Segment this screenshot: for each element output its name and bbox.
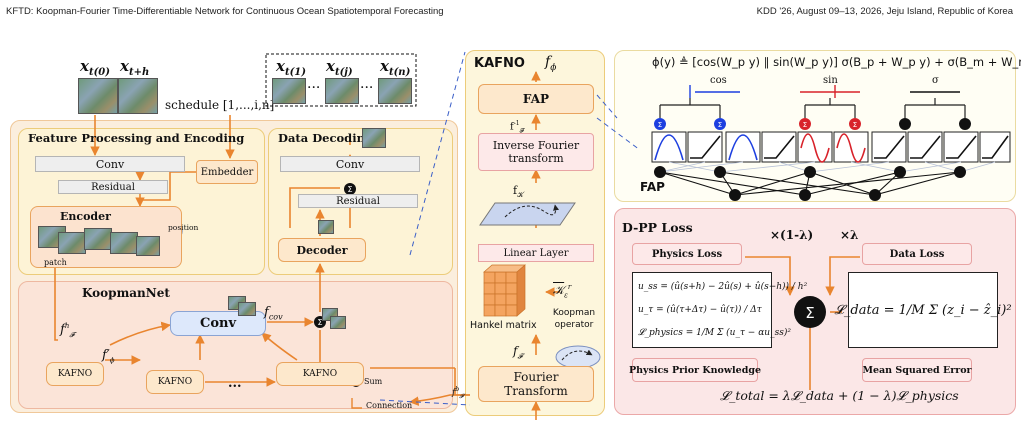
- cov-tile-2: [238, 302, 256, 316]
- svg-text:Σ: Σ: [805, 304, 814, 322]
- koopman-kr-label: 𝒦εr: [553, 283, 572, 300]
- ff-label: f𝓕: [513, 344, 523, 361]
- encoding-conv: Conv: [35, 156, 185, 172]
- total-loss-formula: 𝓛_total = λ𝓛_data + (1 − λ)𝓛_physics: [720, 388, 959, 403]
- patch-label: patch: [44, 258, 67, 267]
- svg-text:Σ: Σ: [853, 121, 857, 129]
- svg-text:Σ: Σ: [658, 121, 662, 129]
- input-image-xh: [118, 78, 158, 114]
- kafno-block-1: KAFNO: [46, 362, 104, 386]
- linear-layer-block: Linear Layer: [478, 244, 594, 262]
- legend-sum-label: Sum: [364, 377, 383, 386]
- koopman-operator-label: Koopman operator: [552, 308, 596, 330]
- fphi-prime-label: f′ϕ: [102, 348, 115, 365]
- fh-label: fh𝓕: [60, 322, 75, 339]
- output-xn-label: xt(n): [380, 57, 411, 78]
- output-dots-2: ···: [360, 80, 374, 96]
- input-image-x0: [78, 78, 118, 114]
- inverse-fourier-block: Inverse Fourier transform: [478, 133, 594, 171]
- sum-tile-2: [330, 316, 346, 329]
- fap-label: FAP: [640, 180, 665, 194]
- fap-panel: [614, 50, 1016, 202]
- running-header-left: KFTD: Koopman-Fourier Time-Differentiabl…: [6, 6, 444, 17]
- output-dots-1: ···: [307, 80, 321, 96]
- physics-equations-box: u_ss = (û(s+h) − 2û(s) + û(s−h)) / h² u_…: [632, 272, 807, 348]
- mse-box: Mean Squared Error: [862, 358, 972, 382]
- kafno-title: KAFNO: [474, 56, 525, 71]
- patch-tile-5: [136, 236, 160, 256]
- svg-text:Σ: Σ: [347, 185, 352, 194]
- eq-uss: u_ss = (û(s+h) − 2û(s) + û(s−h)) / h²: [638, 282, 808, 293]
- inverse-fourier-symbol: f-1𝓕: [510, 120, 524, 135]
- data-equation-box: 𝓛_data = 1/M Σ (z_i − ẑ_i)²: [834, 272, 1012, 348]
- running-header-right: KDD '26, August 09–13, 2026, Jeju Island…: [756, 6, 1013, 17]
- input-x0-label: xt(0): [80, 57, 110, 78]
- decoding-title: Data Decoding: [278, 131, 373, 145]
- patch-tile-2: [58, 232, 86, 254]
- weight-lambda: ×λ: [840, 228, 859, 242]
- kafno-fphi-label: fϕ: [545, 54, 557, 73]
- patch-tile-4: [110, 232, 138, 254]
- eq-utau: u_τ = (û(τ+Δτ) − û(τ)) / Δτ: [638, 304, 762, 315]
- output-xj-label: xt(j): [326, 57, 353, 78]
- svg-text:Σ: Σ: [718, 121, 722, 129]
- fcov-label: fcov: [264, 305, 283, 322]
- fourier-transform-block: Fourier Transform: [478, 366, 594, 402]
- dpp-title: D-PP Loss: [622, 220, 693, 235]
- svg-text:Σ: Σ: [803, 121, 807, 129]
- schedule-label: schedule [1,...,i,n]: [165, 98, 275, 112]
- hankel-label: Hankel matrix: [470, 320, 537, 331]
- koopman-conv: Conv: [170, 311, 266, 336]
- output-image-xj: [325, 78, 359, 104]
- decoded-image: [362, 128, 386, 148]
- fb-label: fb𝓕: [452, 386, 464, 400]
- eq-lphysics: 𝓛_physics = 1/M Σ (u_τ − αu_ss)²: [638, 327, 791, 338]
- decoding-residual: Residual: [298, 194, 418, 208]
- fap-sin-label: sin: [823, 75, 838, 86]
- fap-sigma-label: σ: [932, 75, 939, 86]
- encoding-title: Feature Processing and Encoding: [28, 131, 245, 145]
- svg-text:Σ: Σ: [317, 318, 322, 327]
- kafno-block-2: KAFNO: [146, 370, 204, 394]
- embedder-box: Embedder: [196, 160, 258, 184]
- encoding-residual: Residual: [58, 180, 168, 194]
- weight-one-minus-lambda: ×(1-λ): [770, 228, 814, 242]
- position-label: position: [168, 223, 199, 232]
- legend-connection-label: Connection: [366, 401, 413, 410]
- physics-prior-box: Physics Prior Knowledge: [629, 358, 761, 382]
- fk-label: f𝒦: [513, 184, 524, 200]
- decoding-conv: Conv: [280, 156, 420, 172]
- output-x1-label: xt(1): [276, 57, 306, 78]
- koopmannet-title: KoopmanNet: [82, 286, 170, 300]
- input-xh-label: xt+h: [120, 57, 150, 78]
- fap-cos-label: cos: [710, 75, 727, 86]
- patch-tile-3: [84, 228, 112, 250]
- fap-block: FAP: [478, 84, 594, 114]
- kafno-block-3: KAFNO: [276, 362, 364, 386]
- fap-formula: ϕ(y) ≜ [cos(W_p y) ∥ sin(W_p y)] σ(B_p +…: [652, 55, 1021, 69]
- data-loss-box: Data Loss: [862, 243, 972, 265]
- decoder-tile: [318, 220, 334, 234]
- encoder-label: Encoder: [60, 210, 111, 223]
- physics-loss-box: Physics Loss: [632, 243, 742, 265]
- output-image-xn: [378, 78, 412, 104]
- kafno-dots: ...: [228, 376, 242, 391]
- decoder-box: Decoder: [278, 238, 366, 262]
- output-image-x1: [272, 78, 306, 104]
